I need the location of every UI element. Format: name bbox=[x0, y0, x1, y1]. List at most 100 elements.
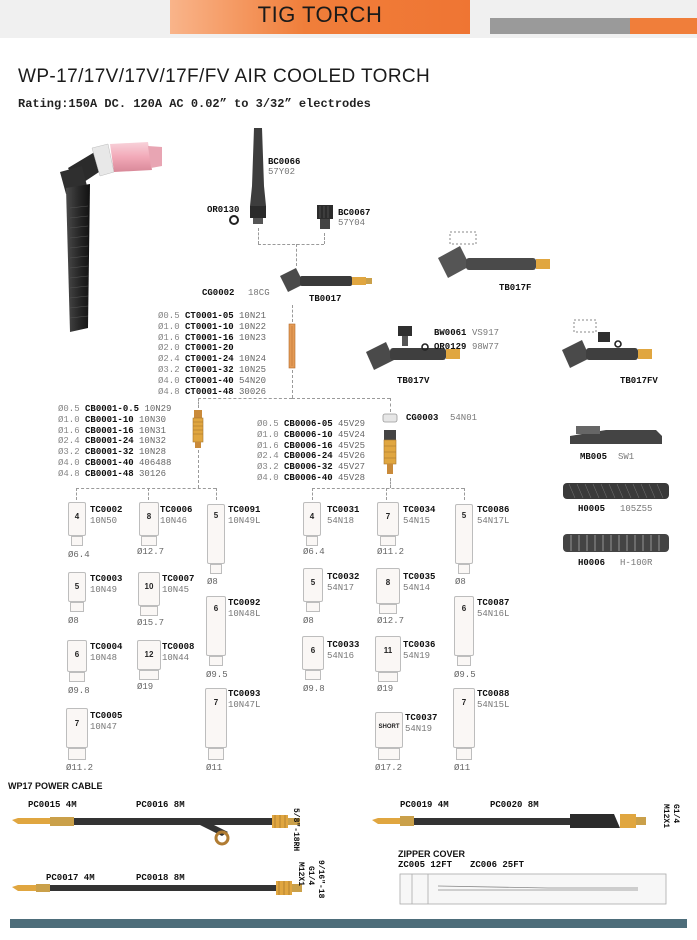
cup-diameter: Ø17.2 bbox=[375, 763, 403, 773]
cup-icon: 12 bbox=[137, 640, 161, 670]
collet-body-row: Ø4.0 CB0001-40 406488 bbox=[58, 457, 172, 468]
torch-body-flex-valve-icon bbox=[562, 319, 652, 368]
connector-line bbox=[464, 488, 465, 500]
connector-line bbox=[324, 233, 325, 244]
bw0061-code: BW0061 bbox=[434, 328, 467, 338]
cup-tip-icon bbox=[456, 748, 472, 760]
hose-braided-icon bbox=[563, 483, 669, 499]
cup-alt: 54N16 bbox=[327, 651, 355, 661]
thread-spec: M12X1 bbox=[661, 804, 670, 829]
back-cap-long-icon bbox=[250, 128, 266, 224]
collet-row: Ø4.8 CT0001-48 30026 bbox=[158, 386, 267, 397]
cup-code: TC0033 bbox=[327, 640, 360, 650]
cup-icon: 8 bbox=[376, 568, 400, 604]
connector-line bbox=[198, 398, 199, 408]
connector-line bbox=[292, 370, 293, 398]
cup-icon: SHORT bbox=[375, 712, 403, 748]
gas-lens-row: Ø1.6 CB0006-16 45V25 bbox=[257, 440, 366, 451]
cup-diameter: Ø11 bbox=[454, 763, 471, 773]
connector-line bbox=[390, 478, 391, 488]
cup-diameter: Ø9.8 bbox=[303, 684, 325, 694]
cup-icon: 5 bbox=[303, 568, 323, 602]
torch-illustration bbox=[60, 142, 162, 332]
cup-alt: 54N18 bbox=[327, 516, 355, 526]
cup-icon: 7 bbox=[377, 502, 399, 536]
cup-code: TC0005 bbox=[90, 711, 123, 721]
cg0002-alt: 18CG bbox=[248, 288, 270, 298]
gas-lens-row: Ø4.0 CB0006-40 45V28 bbox=[257, 472, 366, 483]
h0006-code: H0006 bbox=[578, 558, 606, 568]
header-accent-grey bbox=[490, 18, 630, 34]
cup-diameter: Ø8 bbox=[207, 577, 218, 587]
cup-icon: 5 bbox=[455, 504, 473, 564]
cup-alt: 10N49L bbox=[228, 516, 261, 526]
collet-row: Ø3.2 CT0001-32 10N25 bbox=[158, 364, 267, 375]
cup-alt: 54N17 bbox=[327, 583, 355, 593]
collet-body-row: Ø0.5 CB0001-0.5 10N29 bbox=[58, 404, 172, 414]
cup-code: TC0002 bbox=[90, 505, 123, 515]
collet-row: Ø2.0 CT0001-20 bbox=[158, 343, 234, 354]
h0005-alt: 105Z55 bbox=[620, 504, 653, 514]
tb017f-code: TB017F bbox=[499, 283, 532, 293]
zipper-cover-title: ZIPPER COVER bbox=[398, 849, 466, 859]
cup-alt: 10N45 bbox=[162, 585, 190, 595]
collet-row: Ø4.0 CT0001-40 54N20 bbox=[158, 375, 267, 386]
pc0015-label: PC0015 4M bbox=[28, 800, 77, 810]
cup-tip-icon bbox=[210, 564, 222, 574]
zc006-label: ZC006 25FT bbox=[470, 860, 525, 870]
cup-code: TC0034 bbox=[403, 505, 436, 515]
connector-line bbox=[216, 488, 217, 500]
collet-row: Ø0.5 CT0001-05 10N21 bbox=[158, 311, 267, 321]
cup-tip-icon bbox=[68, 748, 86, 760]
footer-bar bbox=[10, 919, 687, 928]
cup-diameter: Ø6.4 bbox=[303, 547, 325, 557]
cup-alt: 10N49 bbox=[90, 585, 118, 595]
collet-body-icon bbox=[192, 410, 204, 448]
connector-line bbox=[312, 488, 464, 489]
power-cable-lug-icon bbox=[12, 815, 300, 846]
cup-icon: 6 bbox=[454, 596, 474, 656]
cup-code: TC0037 bbox=[405, 713, 438, 723]
cup-diameter: Ø12.7 bbox=[137, 547, 165, 557]
cup-code: TC0092 bbox=[228, 598, 261, 608]
cup-tip-icon bbox=[378, 748, 400, 760]
connector-line bbox=[148, 488, 149, 500]
cup-tip-icon bbox=[140, 606, 158, 616]
collet-row: Ø1.0 CT0001-10 10N22 bbox=[158, 321, 267, 332]
cup-icon: 11 bbox=[375, 636, 401, 672]
cup-alt: 10N48L bbox=[228, 609, 261, 619]
cup-alt: 54N19 bbox=[405, 724, 433, 734]
cup-diameter: Ø11.2 bbox=[377, 547, 405, 557]
connector-line bbox=[76, 488, 216, 489]
cup-alt: 54N17L bbox=[477, 516, 510, 526]
thread-spec: 5/8"-18RH bbox=[291, 808, 300, 852]
cup-alt: 10N46 bbox=[160, 516, 188, 526]
cup-tip-icon bbox=[379, 604, 397, 614]
page-title: WP-17/17V/17V/17F/FV AIR COOLED TORCH bbox=[18, 66, 431, 87]
cup-tip-icon bbox=[139, 670, 159, 680]
power-cable-gas-icon bbox=[372, 814, 646, 828]
collet-row: Ø1.6 CT0001-16 10N23 bbox=[158, 332, 267, 343]
header-title-banner bbox=[170, 0, 470, 34]
connector-line bbox=[258, 244, 324, 245]
cup-diameter: Ø11 bbox=[206, 763, 223, 773]
cup-alt: 54N16L bbox=[477, 609, 510, 619]
cup-code: TC0091 bbox=[228, 505, 261, 515]
cup-icon: 7 bbox=[453, 688, 475, 748]
pc0020-label: PC0020 8M bbox=[490, 800, 539, 810]
cup-code: TC0086 bbox=[477, 505, 510, 515]
pc0017-label: PC0017 4M bbox=[46, 873, 95, 883]
cup-tip-icon bbox=[209, 656, 223, 666]
cup-alt: 10N50 bbox=[90, 516, 118, 526]
mb005-alt: SW1 bbox=[618, 452, 635, 462]
cup-diameter: Ø19 bbox=[377, 684, 394, 694]
collet-body-row: Ø1.6 CB0001-16 10N31 bbox=[58, 425, 167, 436]
bc0067-code: BC0067 bbox=[338, 208, 371, 218]
cup-diameter: Ø8 bbox=[455, 577, 466, 587]
cup-tip-icon bbox=[208, 748, 224, 760]
cup-icon: 5 bbox=[68, 572, 86, 602]
rating-line: Rating:150A DC. 120A AC 0.02” to 3/32” e… bbox=[18, 97, 371, 111]
cup-tip-icon bbox=[306, 602, 320, 612]
connector-line bbox=[386, 488, 387, 500]
cup-alt: 54N19 bbox=[403, 651, 431, 661]
